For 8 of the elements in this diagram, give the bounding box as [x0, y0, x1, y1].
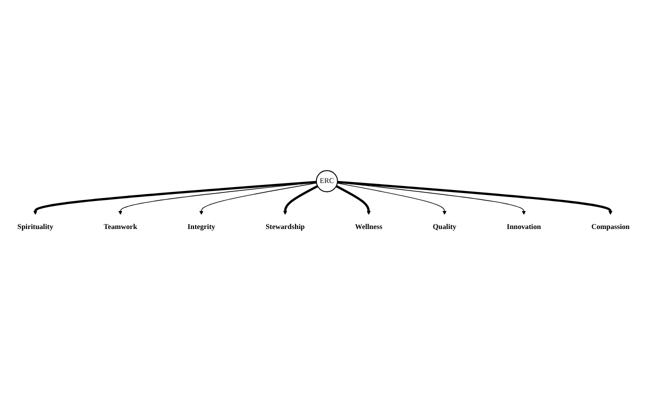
arrow — [336, 185, 371, 215]
arrow — [199, 182, 317, 215]
arrow — [337, 182, 526, 215]
arrow — [336, 182, 447, 215]
arrow — [33, 180, 316, 215]
arrow — [337, 180, 612, 215]
arrow — [283, 185, 318, 215]
arrow — [118, 182, 317, 215]
